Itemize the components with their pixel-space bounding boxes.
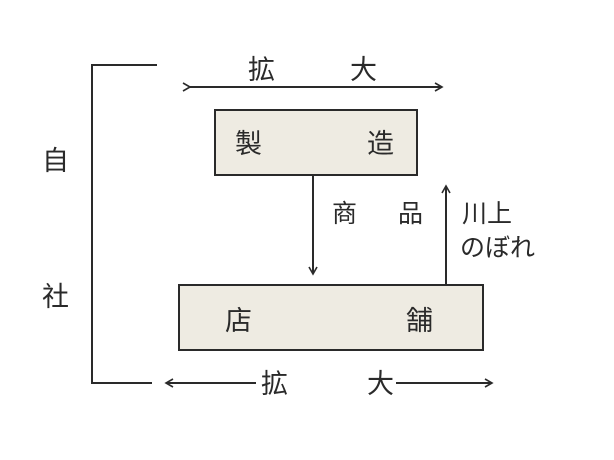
manufacturing-label-1: 製 (235, 129, 262, 160)
company-label-2: 社 (42, 282, 69, 313)
company-label-1: 自 (42, 146, 69, 177)
top-expansion-label-2: 大 (350, 55, 377, 86)
manufacturing-box (214, 109, 418, 176)
upstream-label-2: のぼれ (460, 233, 535, 262)
top-expansion-label-1: 拡 (248, 55, 275, 86)
company-bracket (91, 64, 157, 384)
store-label-2: 舗 (406, 306, 433, 337)
bottom-expansion-label-1: 拡 (261, 369, 288, 400)
store-label-1: 店 (225, 306, 252, 337)
store-box (178, 284, 484, 351)
goods-label-1: 商 (332, 199, 357, 228)
manufacturing-label-2: 造 (367, 129, 394, 160)
bottom-expansion-label-2: 大 (367, 369, 394, 400)
goods-label-2: 品 (398, 199, 423, 228)
upstream-label-1: 川上 (462, 199, 512, 228)
